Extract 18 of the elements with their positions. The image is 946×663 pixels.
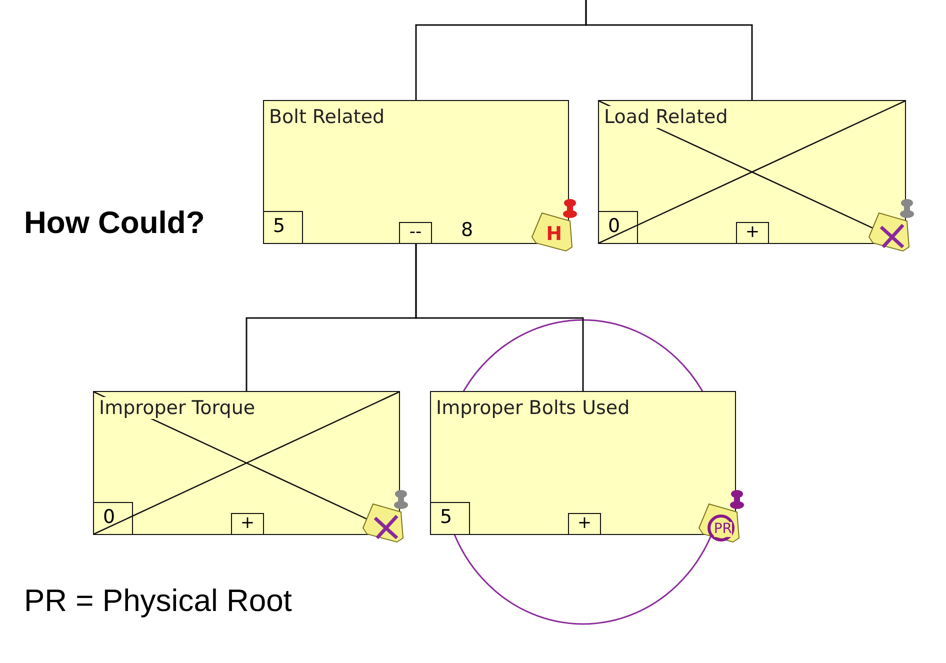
connector-line [415, 244, 584, 391]
count-box: 5 [263, 211, 303, 244]
note-letter: PR [714, 522, 732, 537]
cause-title: Improper Torque [99, 397, 256, 419]
expand-toggle: + [231, 513, 264, 535]
expand-toggle: + [736, 222, 769, 244]
note-letter: H [546, 223, 562, 245]
expand-toggle: + [568, 513, 601, 535]
count-box: 5 [430, 502, 470, 535]
expand-toggle: -- [399, 222, 432, 244]
child-count: 8 [461, 219, 474, 241]
row-heading: How Could? [24, 205, 205, 241]
count-box: 0 [93, 502, 133, 535]
cause-title: Load Related [604, 106, 728, 128]
legend-note: PR = Physical Root [24, 583, 292, 619]
connector-line [585, 0, 753, 100]
count-box: 0 [598, 211, 638, 244]
cause-title: Improper Bolts Used [436, 397, 630, 419]
